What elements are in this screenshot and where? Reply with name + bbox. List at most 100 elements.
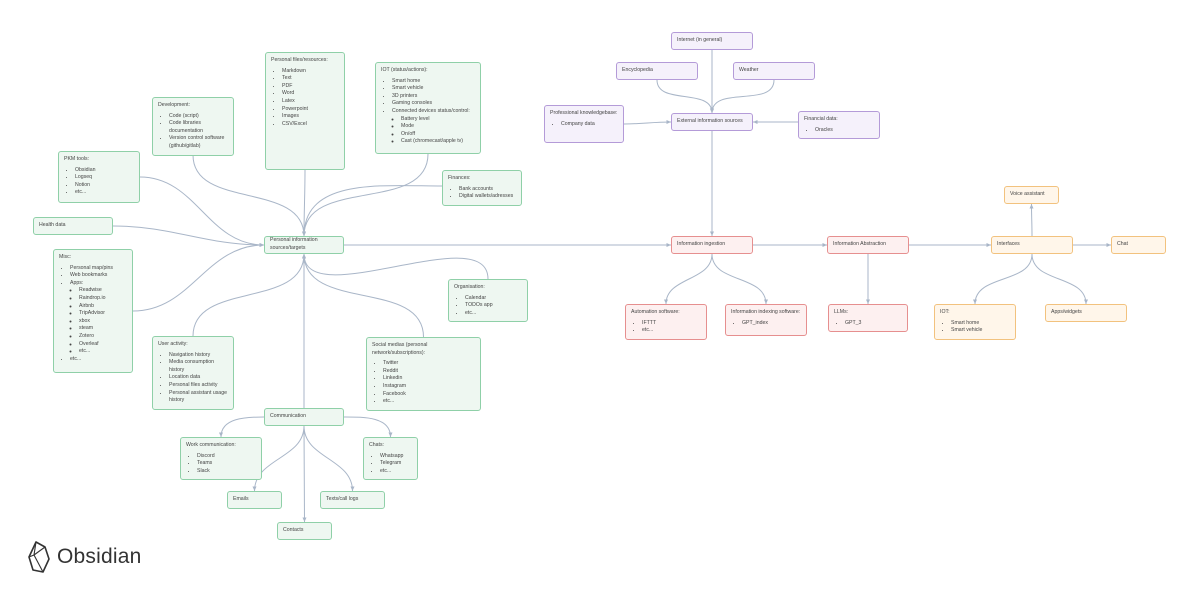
node-organisation[interactable]: Organisation:CalendarTODOs appetc... bbox=[448, 279, 528, 323]
list-item-text: Connected devices status/control: bbox=[392, 107, 470, 114]
node-iot-status[interactable]: IOT (status/actions): Smart homeSmart veh… bbox=[375, 62, 481, 154]
node-misc[interactable]: Misc:Personal map/pinsWeb bookmarksApps:… bbox=[53, 249, 133, 373]
list-item-text: Smart vehicle bbox=[392, 85, 424, 92]
edge-communication-to-contacts bbox=[302, 425, 307, 523]
list-item-text: xbox bbox=[79, 317, 90, 324]
list-item-text: Logseq bbox=[75, 174, 93, 181]
list-item: Battery level bbox=[401, 116, 475, 124]
list-item-text: Personal files activity bbox=[169, 381, 218, 388]
list-item-text: Location data bbox=[169, 374, 201, 381]
obsidian-gem-icon bbox=[28, 541, 50, 573]
node-indexing[interactable]: Information indexing software:GPT_index bbox=[725, 304, 807, 336]
node-finances[interactable]: Finances:Bank accountsDigital wallets/ad… bbox=[442, 170, 522, 206]
node-title: Work communication: bbox=[186, 442, 236, 448]
node-personal-info[interactable]: Personal information sources/targets bbox=[264, 236, 344, 254]
list-item-text: Version control software (github/gitlab) bbox=[169, 135, 225, 149]
node-pro-kb[interactable]: Professional knowledgebase:Company data bbox=[544, 105, 624, 143]
list-item: Mode bbox=[401, 123, 475, 131]
node-work-comm[interactable]: Work communication: DiscordTeamsSlack bbox=[180, 437, 262, 481]
edge-user-activity-to-personal-info bbox=[192, 253, 306, 337]
list-item-text: Twitter bbox=[383, 360, 399, 367]
list-item: CSV/Excel bbox=[282, 121, 339, 129]
list-item: Personal assistant usage history bbox=[169, 390, 228, 405]
item-list: ObsidianLogseqNotionetc... bbox=[64, 167, 134, 197]
list-item: Media consumption history bbox=[169, 359, 228, 374]
node-apps-widgets[interactable]: Apps/widgets bbox=[1045, 304, 1127, 322]
list-item-text: GPT_3 bbox=[845, 319, 862, 326]
node-health-data[interactable]: Health data bbox=[33, 217, 113, 235]
list-item-text: Slack bbox=[197, 467, 210, 474]
item-list: DiscordTeamsSlack bbox=[186, 453, 256, 476]
list-item: Smart vehicle bbox=[392, 85, 475, 93]
node-iot-out[interactable]: IOT:Smart homeSmart vehicle bbox=[934, 304, 1016, 340]
node-social-medias[interactable]: Social medias (personal network/subscrip… bbox=[366, 337, 481, 411]
node-chat[interactable]: Chat bbox=[1111, 236, 1166, 254]
node-financial[interactable]: Financial data:Oracles bbox=[798, 111, 880, 140]
list-item: Zotero bbox=[79, 333, 127, 341]
list-item-text: etc... bbox=[380, 467, 392, 474]
edge-communication-to-work-comm bbox=[219, 416, 265, 438]
list-item: Linkedin bbox=[383, 375, 475, 383]
node-title: Contacts bbox=[283, 527, 304, 534]
node-chats[interactable]: Chats:WhatsappTelegrametc... bbox=[363, 437, 418, 481]
node-communication[interactable]: Communication bbox=[264, 408, 344, 426]
node-external[interactable]: External information sources bbox=[671, 113, 753, 131]
node-encyclopedia[interactable]: Encyclopedia bbox=[616, 62, 698, 80]
list-item-text: Markdown bbox=[282, 67, 306, 74]
list-item-text: etc... bbox=[465, 309, 477, 316]
node-ingestion[interactable]: Information ingestion bbox=[671, 236, 753, 254]
list-item-text: Discord bbox=[197, 452, 215, 459]
list-item: Reddit bbox=[383, 368, 475, 376]
list-item: 3D printers bbox=[392, 93, 475, 101]
list-item: Gaming consoles bbox=[392, 100, 475, 108]
list-item-text: Word bbox=[282, 90, 295, 97]
list-item: Logseq bbox=[75, 174, 134, 182]
list-item: Calendar bbox=[465, 295, 522, 303]
node-llms[interactable]: LLMs:GPT_3 bbox=[828, 304, 908, 333]
list-item: Twitter bbox=[383, 360, 475, 368]
node-pkm-tools[interactable]: PKM tools:ObsidianLogseqNotionetc... bbox=[58, 151, 140, 203]
list-item-text: Mode bbox=[401, 123, 414, 130]
node-weather[interactable]: Weather bbox=[733, 62, 815, 80]
list-item-text: Teams bbox=[197, 460, 213, 467]
list-item: Location data bbox=[169, 374, 228, 382]
node-emails[interactable]: Emails bbox=[227, 491, 282, 509]
node-title: IOT (status/actions): bbox=[381, 67, 428, 73]
list-item-text: Apps: bbox=[70, 279, 84, 286]
edge-encyclopedia-to-external bbox=[656, 79, 714, 114]
node-voice[interactable]: Voice assistant bbox=[1004, 186, 1059, 204]
list-item: etc... bbox=[79, 348, 127, 356]
node-texts[interactable]: Texts/call logs bbox=[320, 491, 385, 509]
node-title: Weather bbox=[739, 67, 759, 74]
edge-communication-to-chats bbox=[343, 416, 393, 438]
node-internet[interactable]: Internet (in general) bbox=[671, 32, 753, 50]
node-personal-files[interactable]: Personal files/resources:MarkdownTextPDF… bbox=[265, 52, 345, 170]
list-item-text: Code (script) bbox=[169, 112, 199, 119]
list-item: etc... bbox=[383, 398, 475, 406]
list-item-text: etc... bbox=[79, 348, 91, 355]
list-item-text: Raindrop.io bbox=[79, 294, 106, 301]
node-interfaces[interactable]: Interfaces bbox=[991, 236, 1073, 254]
node-contacts[interactable]: Contacts bbox=[277, 522, 332, 540]
obsidian-logo: Obsidian bbox=[28, 541, 141, 573]
edge-finances-to-personal-info bbox=[302, 185, 443, 237]
node-title: Interfaces bbox=[997, 241, 1020, 248]
node-user-activity[interactable]: User activity:Navigation historyMedia co… bbox=[152, 336, 234, 410]
list-item-text: etc... bbox=[642, 327, 654, 334]
list-item: Connected devices status/control:Battery… bbox=[392, 108, 475, 146]
list-item: Obsidian bbox=[75, 167, 134, 175]
node-development[interactable]: Development:Code (script)Code libraries … bbox=[152, 97, 234, 156]
list-item: Smart home bbox=[392, 78, 475, 86]
list-item-text: GPT_index bbox=[742, 319, 768, 326]
node-automation[interactable]: Automation software:IFTTTetc... bbox=[625, 304, 707, 340]
list-item-text: Linkedin bbox=[383, 375, 403, 382]
list-item: GPT_index bbox=[742, 320, 801, 328]
node-title: Professional knowledgebase: bbox=[550, 110, 618, 116]
node-abstraction[interactable]: Information Abstraction bbox=[827, 236, 909, 254]
list-item-text: etc... bbox=[383, 398, 395, 405]
list-item-text: Smart vehicle bbox=[951, 327, 983, 334]
edge-communication-to-texts bbox=[303, 425, 355, 492]
list-item-text: Battery level bbox=[401, 115, 430, 122]
list-item-text: Reddit bbox=[383, 367, 398, 374]
